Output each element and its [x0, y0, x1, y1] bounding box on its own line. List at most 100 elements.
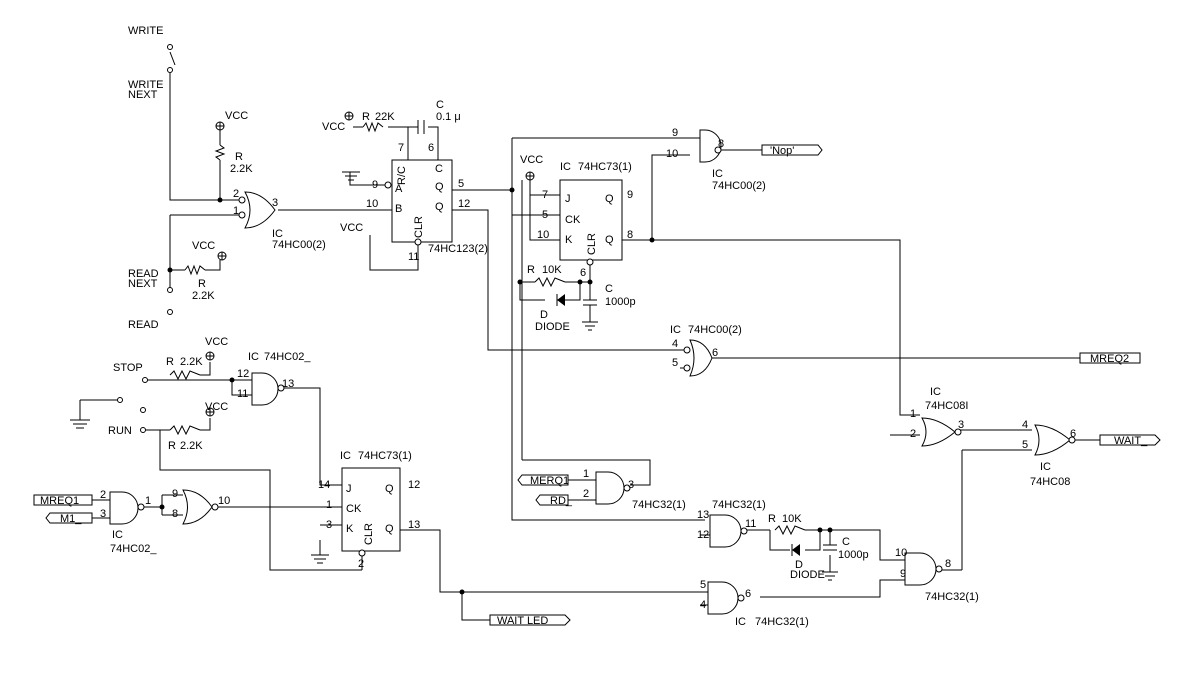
svg-text:7: 7: [542, 189, 548, 201]
ground-symbols: [70, 171, 838, 581]
svg-text:R: R: [527, 264, 535, 276]
svg-text:1: 1: [233, 205, 239, 217]
nand-gate-left: [244, 191, 276, 229]
capacitor-icon: [823, 544, 837, 551]
svg-text:CLR: CLR: [586, 233, 598, 255]
svg-text:6: 6: [712, 347, 718, 359]
svg-text:14: 14: [318, 479, 330, 491]
svg-text:11: 11: [408, 251, 419, 263]
svg-text:2: 2: [100, 489, 106, 501]
svg-text:10K: 10K: [782, 513, 802, 525]
vcc-icon: [344, 111, 354, 121]
and-gate-hc08i: [921, 417, 956, 447]
svg-text:1: 1: [910, 408, 916, 420]
label-run: RUN: [108, 425, 132, 437]
svg-text:9: 9: [672, 127, 678, 139]
svg-text:Q: Q: [435, 201, 444, 213]
svg-text:9: 9: [172, 488, 178, 500]
svg-text:10: 10: [537, 229, 549, 241]
svg-text:1: 1: [145, 495, 151, 507]
junction-dots: [159, 187, 833, 595]
ground-icon: [342, 171, 360, 181]
diode-icon: [792, 544, 800, 556]
svg-text:2.2K: 2.2K: [180, 440, 203, 452]
svg-text:IC: IC: [560, 161, 571, 173]
svg-text:IC: IC: [670, 324, 681, 336]
nand-gate-merq1: [595, 471, 625, 505]
svg-text:2.2K: 2.2K: [180, 356, 203, 368]
label-write: WRITE: [128, 25, 163, 37]
svg-text:D: D: [795, 559, 803, 571]
svg-text:74HC32(1): 74HC32(1): [712, 499, 766, 511]
svg-text:2: 2: [233, 188, 239, 200]
svg-text:R: R: [166, 356, 174, 368]
signal-wait-led: WAIT LED: [497, 615, 548, 627]
svg-text:13: 13: [697, 509, 709, 521]
label-read-next-2: NEXT: [128, 278, 158, 290]
vcc-icon: [525, 171, 535, 181]
svg-text:0.1 μ: 0.1 μ: [436, 111, 461, 123]
svg-text:R: R: [168, 440, 176, 452]
svg-text:IC: IC: [735, 616, 746, 628]
svg-text:5: 5: [700, 579, 706, 591]
svg-text:Q: Q: [385, 483, 394, 495]
vcc-label: VCC: [340, 222, 363, 234]
label-read-next-1: READ: [128, 268, 159, 280]
svg-text:2.2K: 2.2K: [192, 290, 215, 302]
svg-text:R: R: [235, 151, 243, 163]
resistor-icon: [534, 276, 566, 288]
or-gate-mreq2: [689, 339, 713, 377]
svg-text:C: C: [605, 283, 613, 295]
svg-text:9: 9: [900, 568, 906, 580]
nand-gate-mreq1: [109, 491, 139, 525]
svg-text:IC: IC: [712, 168, 723, 180]
capacitor-icon: [417, 120, 425, 134]
svg-text:DIODE: DIODE: [790, 569, 825, 581]
label-read: READ: [128, 319, 159, 331]
svg-text:4: 4: [672, 338, 678, 350]
svg-text:22K: 22K: [375, 111, 395, 123]
label-write-next-1: WRITE: [128, 79, 163, 91]
vcc-icon: [215, 121, 225, 131]
svg-text:B: B: [395, 203, 402, 215]
svg-text:1000p: 1000p: [838, 549, 869, 561]
ic-74hc73-lower: J CK K Q Q CLR IC 74HC73(1): [340, 450, 412, 557]
svg-text:5: 5: [542, 209, 548, 221]
ground-icon: [822, 571, 838, 581]
svg-text:J: J: [565, 193, 571, 205]
svg-text:12: 12: [408, 479, 420, 491]
svg-text:74HC02_: 74HC02_: [110, 543, 157, 555]
ground-icon: [70, 419, 90, 429]
ground-icon: [582, 321, 598, 331]
svg-text:2: 2: [358, 558, 364, 570]
svg-text:Q: Q: [385, 523, 394, 535]
svg-text:D: D: [540, 309, 548, 321]
svg-text:CLR: CLR: [363, 523, 375, 545]
svg-text:A: A: [395, 183, 403, 195]
svg-text:3: 3: [272, 197, 278, 209]
vcc-label: VCC: [205, 401, 228, 413]
svg-text:12: 12: [697, 529, 709, 541]
resistor-icon: [169, 369, 201, 381]
nor-gate-hc02: [182, 489, 213, 525]
svg-text:C: C: [435, 163, 443, 175]
svg-text:1: 1: [583, 468, 589, 480]
svg-text:CK: CK: [346, 503, 362, 515]
svg-text:8: 8: [945, 558, 951, 570]
svg-text:74HC32(1): 74HC32(1): [632, 499, 686, 511]
signal-rd: RD_: [550, 495, 573, 507]
capacitors: C 0.1 μ C 1000p C 1000p: [417, 99, 869, 561]
resistor-icon: [362, 121, 384, 133]
nand-gate-stop: [251, 372, 279, 406]
capacitor-icon: [583, 299, 597, 306]
svg-text:K: K: [346, 523, 354, 535]
ground-icon: [311, 554, 329, 564]
svg-text:3: 3: [958, 419, 964, 431]
signal-nop: 'Nop': [770, 145, 794, 157]
svg-text:10: 10: [218, 495, 230, 507]
svg-text:2: 2: [583, 488, 589, 500]
svg-text:R: R: [362, 111, 370, 123]
svg-text:Q: Q: [605, 234, 614, 246]
switch-read: READ NEXT READ: [128, 268, 173, 331]
